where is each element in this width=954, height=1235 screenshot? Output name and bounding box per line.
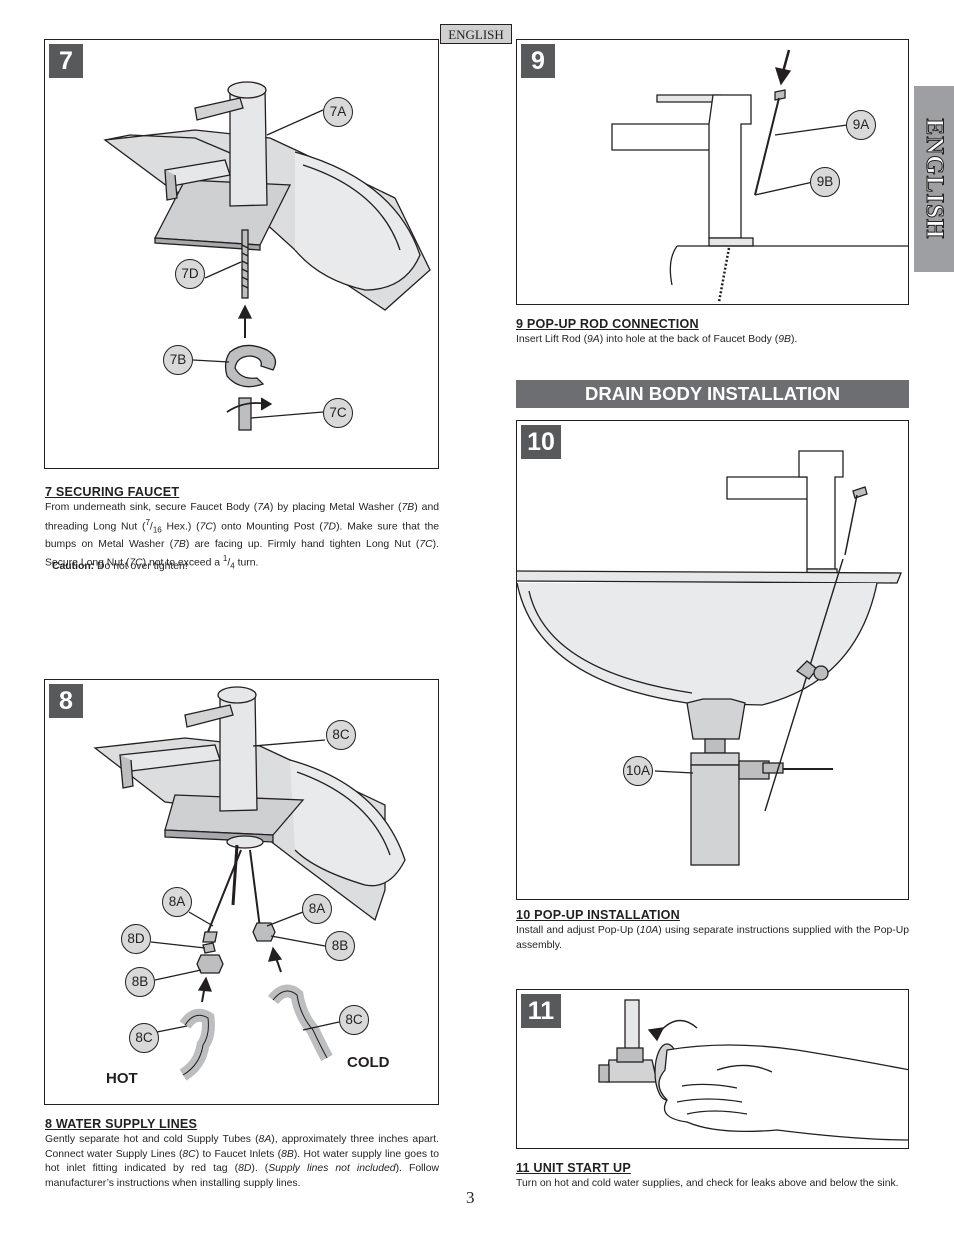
- step-11-text: Turn on hot and cold water supplies, and…: [516, 1178, 899, 1189]
- step-9-heading: 9 POP-UP ROD CONNECTION: [516, 317, 699, 331]
- callout-8a-right: 8A: [302, 894, 332, 924]
- step-10-heading: 10 POP-UP INSTALLATION: [516, 908, 680, 922]
- step-7-figure: 7 7A 7D 7B 7C: [44, 39, 439, 469]
- step-7-illustration: [103, 81, 431, 431]
- step-8-heading: 8 WATER SUPPLY LINES: [45, 1117, 198, 1131]
- callout-8b-left: 8B: [125, 967, 155, 997]
- callout-10a: 10A: [623, 756, 653, 786]
- language-tag: ENGLISH: [440, 24, 512, 44]
- step-8-badge: 8: [49, 684, 83, 718]
- language-side-tab: ENGLISH: [914, 86, 954, 272]
- step-7-badge: 7: [49, 44, 83, 78]
- callout-7d: 7D: [175, 259, 205, 289]
- callout-9b: 9B: [810, 167, 840, 197]
- callout-8b-right: 8B: [325, 931, 355, 961]
- caution-label: Caution:: [52, 561, 95, 572]
- cold-label: COLD: [347, 1054, 390, 1071]
- page-number: 3: [466, 1188, 475, 1207]
- step-11-illustration: [598, 999, 908, 1141]
- hot-label: HOT: [106, 1070, 138, 1087]
- step-8-text: Gently separate hot and cold Supply Tube…: [45, 1134, 440, 1189]
- callout-8c-left: 8C: [129, 1023, 159, 1053]
- step-9-illustration: [611, 49, 908, 303]
- step-7-caution: Caution: Do not over tighten!: [52, 561, 188, 572]
- callout-9a: 9A: [846, 110, 876, 140]
- callout-7a: 7A: [323, 97, 353, 127]
- drain-body-banner: DRAIN BODY INSTALLATION: [516, 380, 909, 408]
- callout-8c-right: 8C: [339, 1005, 369, 1035]
- step-10-illustration: [517, 450, 902, 866]
- step-8-figure: 8 8C 8A 8A 8D 8B 8B 8C 8C HOT COLD: [44, 679, 439, 1105]
- step-9-text: Insert Lift Rod (9A) into hole at the ba…: [516, 334, 798, 345]
- callout-8d: 8D: [121, 924, 151, 954]
- step-11-heading: 11 UNIT START UP: [516, 1161, 631, 1175]
- callout-8c-top: 8C: [326, 720, 356, 750]
- step-7-heading: 7 SECURING FAUCET: [45, 485, 180, 499]
- step-10-badge: 10: [521, 425, 561, 459]
- step-9-figure: 9 9A 9B: [516, 39, 909, 305]
- step-10-text: Install and adjust Pop-Up (10A) using se…: [516, 925, 909, 951]
- step-11-figure: 11: [516, 989, 909, 1149]
- step-9-badge: 9: [521, 44, 555, 78]
- callout-7c: 7C: [323, 398, 353, 428]
- step-8-illustration: [93, 686, 406, 1081]
- step-11-badge: 11: [521, 994, 561, 1028]
- step-10-figure: 10 10A: [516, 420, 909, 900]
- callout-7b: 7B: [163, 345, 193, 375]
- callout-8a-left: 8A: [162, 887, 192, 917]
- side-tab-label: ENGLISH: [921, 118, 949, 240]
- step-7-text: From underneath sink, secure Faucet Body…: [45, 502, 440, 571]
